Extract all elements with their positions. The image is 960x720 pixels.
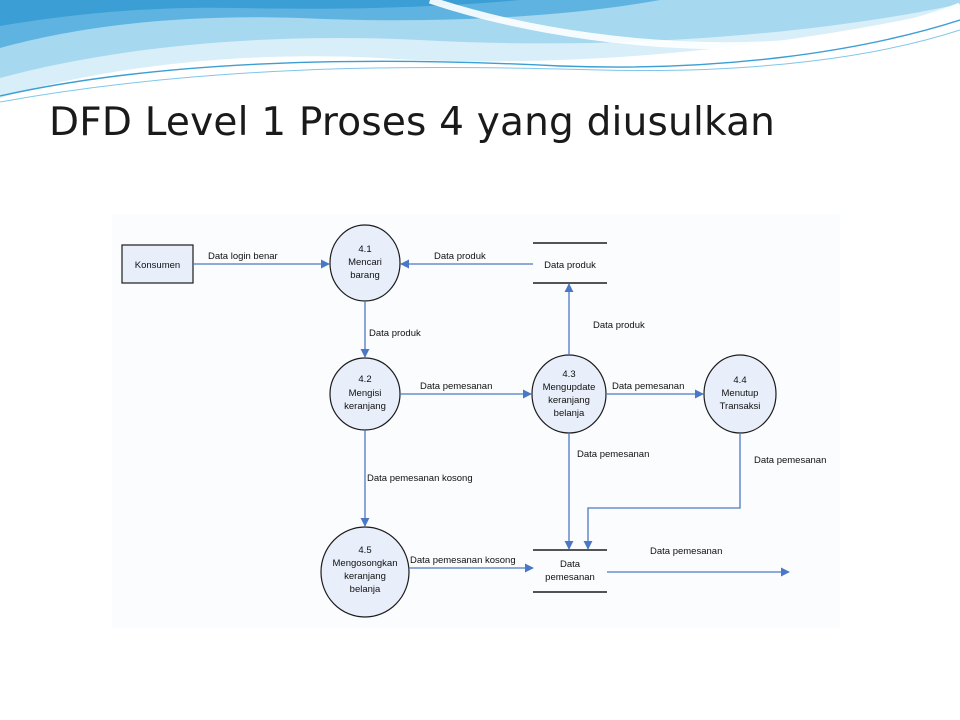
datastore-label: pemesanan: [545, 572, 595, 583]
process-4-3: 4.3 Mengupdate keranjang belanja: [531, 354, 607, 434]
process-label-line: barang: [350, 270, 380, 281]
datastore-label: Data produk: [544, 260, 596, 271]
process-label-line: Transaksi: [720, 401, 761, 412]
flow-4-2-to-4-5: Data pemesanan kosong: [360, 430, 473, 527]
flow-4-3-to-4-4: Data pemesanan: [606, 381, 704, 399]
process-4-5: 4.5 Mengosongkan keranjang belanja: [320, 526, 410, 618]
process-label-line: Mengisi: [349, 388, 382, 399]
wave-line-1: [0, 19, 960, 97]
process-label-line: belanja: [554, 408, 585, 419]
process-label-line: Mengosongkan: [333, 558, 398, 569]
wave-white-streak: [428, 0, 960, 50]
flow-4-2-to-4-3: Data pemesanan: [400, 381, 532, 399]
datastore-label: Data: [560, 559, 581, 570]
process-label-line: keranjang: [548, 395, 590, 406]
flow-label: Data produk: [434, 251, 486, 262]
flow-4-3-to-store-pemesanan: Data pemesanan: [564, 433, 649, 550]
process-number: 4.2: [358, 374, 371, 385]
flow-login: Data login benar: [193, 251, 330, 269]
flow-label: Data pemesanan: [420, 381, 492, 392]
process-4-2: 4.2 Mengisi keranjang: [329, 357, 401, 431]
flow-4-4-to-store-pemesanan: Data pemesanan: [583, 433, 826, 550]
entity-konsumen: Konsumen: [121, 244, 194, 284]
process-label-line: Mencari: [348, 257, 382, 268]
flow-4-3-to-store-produk: Data produk: [564, 283, 645, 355]
flow-store-produk-to-4-1: Data produk: [400, 251, 533, 269]
flow-label: Data login benar: [208, 251, 278, 262]
process-label-line: keranjang: [344, 401, 386, 412]
process-number: 4.5: [358, 545, 371, 556]
process-4-4: 4.4 Menutup Transaksi: [703, 354, 777, 434]
process-label-line: Mengupdate: [543, 382, 596, 393]
datastore-data-pemesanan: Data pemesanan: [533, 549, 607, 593]
process-label-line: Menutup: [722, 388, 759, 399]
wave-mid-band: [0, 0, 960, 78]
header-wave-decoration: [0, 0, 960, 103]
process-number: 4.3: [562, 369, 575, 380]
wave-dark-band: [0, 0, 660, 48]
wave-line-2: [0, 29, 960, 103]
process-number: 4.1: [358, 244, 371, 255]
flow-label: Data produk: [369, 328, 421, 339]
process-number: 4.4: [733, 375, 746, 386]
slide-title: DFD Level 1 Proses 4 yang diusulkan: [49, 100, 776, 145]
flow-label: Data pemesanan: [650, 546, 722, 557]
flow-4-5-to-store-pemesanan: Data pemesanan kosong: [409, 555, 534, 573]
flow-label: Data pemesanan: [577, 449, 649, 460]
flow-label: Data pemesanan: [754, 455, 826, 466]
process-4-1: 4.1 Mencari barang: [329, 224, 401, 302]
flow-store-pemesanan-out: Data pemesanan: [607, 546, 790, 577]
flow-label: Data pemesanan kosong: [367, 473, 473, 484]
flow-label: Data pemesanan kosong: [410, 555, 516, 566]
flow-label: Data produk: [593, 320, 645, 331]
flow-4-1-to-4-2: Data produk: [360, 301, 421, 358]
datastore-data-produk: Data produk: [533, 242, 607, 284]
wave-top-band: [0, 0, 520, 26]
process-label-line: keranjang: [344, 571, 386, 582]
flow-label: Data pemesanan: [612, 381, 684, 392]
entity-label: Konsumen: [135, 260, 180, 271]
process-label-line: belanja: [350, 584, 381, 595]
